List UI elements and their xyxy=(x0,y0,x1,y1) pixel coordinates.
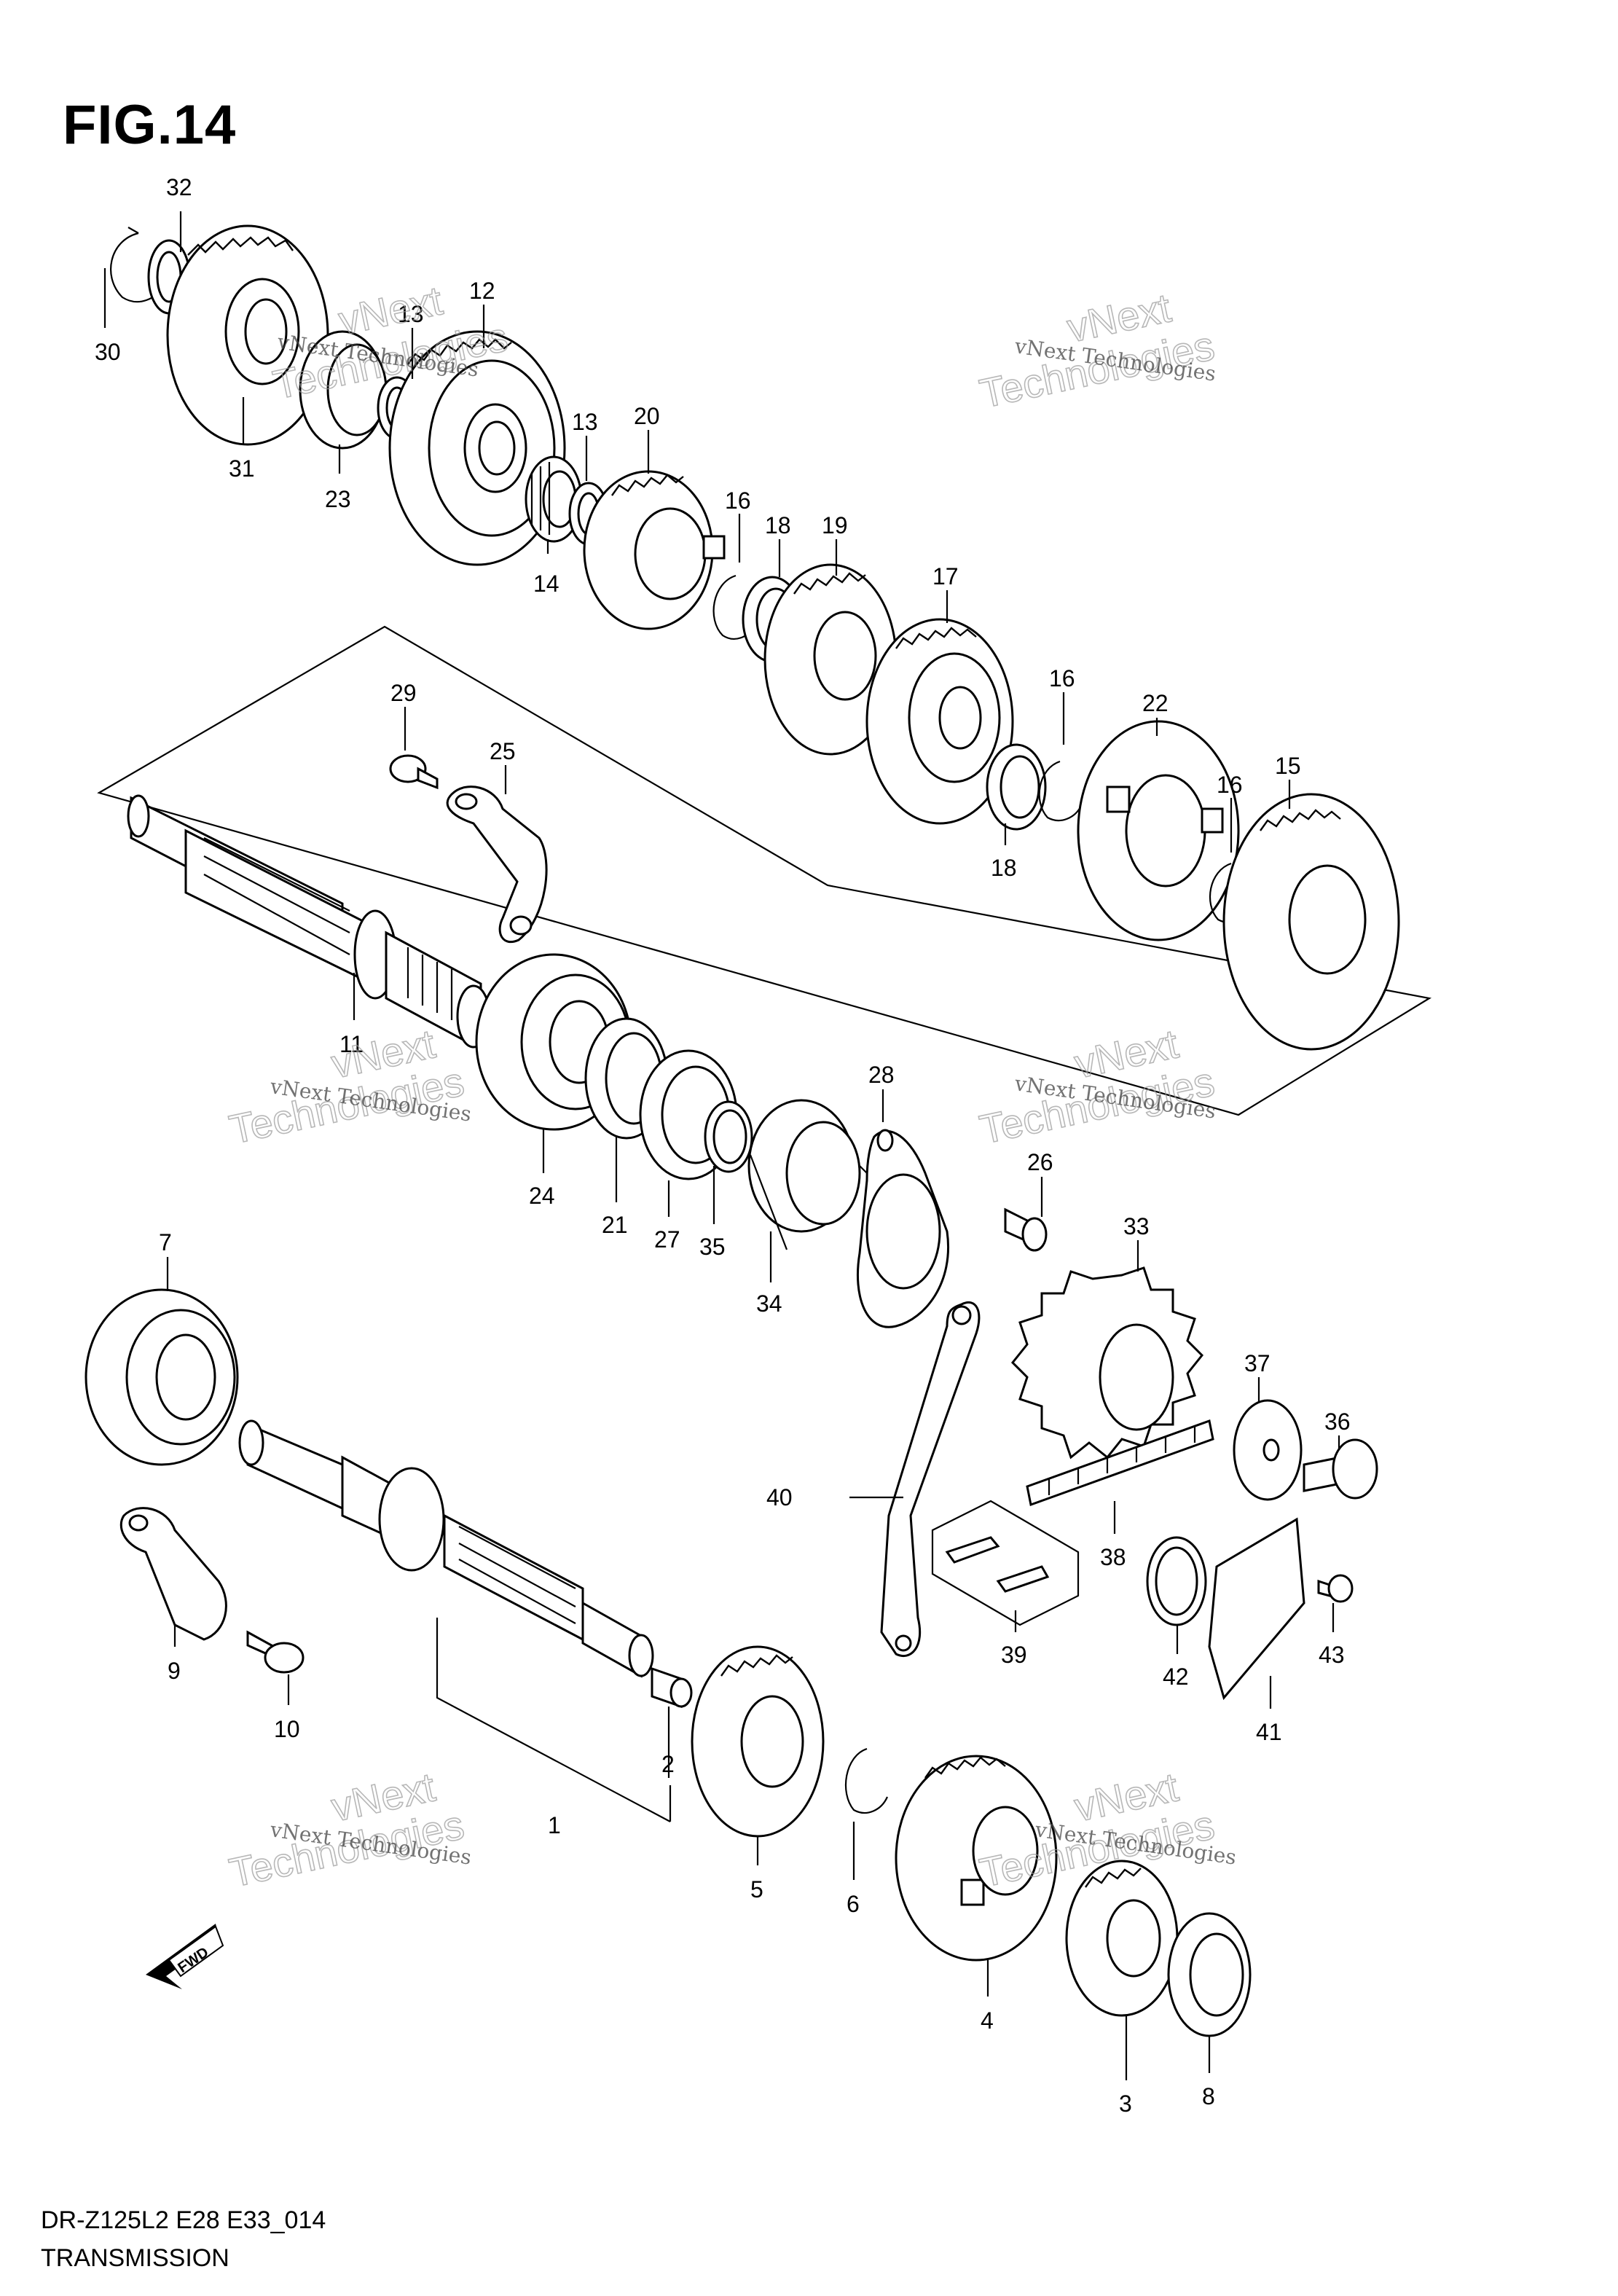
part-8-bearing xyxy=(1167,1912,1252,2037)
part-15-gear xyxy=(1222,793,1400,1051)
model-code: DR-Z125L2 E28 E33_014 xyxy=(41,2206,326,2234)
part-11-countershaft xyxy=(127,794,491,1051)
callout-6: 6 xyxy=(847,1891,860,1917)
callout-15: 15 xyxy=(1275,753,1301,779)
callout-38: 38 xyxy=(1100,1544,1126,1570)
callout-21: 21 xyxy=(602,1212,628,1238)
part-10-screw xyxy=(246,1630,305,1674)
callout-8: 8 xyxy=(1202,2083,1215,2109)
callout-31: 31 xyxy=(229,455,255,482)
part-23-bushing xyxy=(299,330,388,450)
callout-22: 22 xyxy=(1142,690,1169,716)
part-1-driveshaft xyxy=(238,1419,654,1678)
callout-35: 35 xyxy=(699,1234,726,1260)
part-3-gear xyxy=(1065,1860,1179,2017)
callout-25: 25 xyxy=(490,738,516,764)
part-39-joint-kit xyxy=(931,1500,1080,1626)
callout-2: 2 xyxy=(661,1751,675,1777)
part-33-sprocket xyxy=(1010,1266,1204,1460)
part-4-gear xyxy=(895,1755,1058,1962)
part-20-gear xyxy=(583,470,726,630)
figure-title: FIG.14 xyxy=(63,94,237,156)
callout-13-lower: 13 xyxy=(572,409,598,435)
callout-3: 3 xyxy=(1119,2091,1132,2117)
callout-4: 4 xyxy=(981,2007,994,2034)
watermark-mid-right: vNext Technologies vNext Technologies xyxy=(975,1019,1219,1153)
part-2-needle-bearing xyxy=(651,1666,693,1709)
callout-11: 11 xyxy=(339,1031,364,1057)
part-7-bearing xyxy=(85,1288,239,1466)
part-41-cover xyxy=(1208,1517,1305,1701)
part-9-stopper-plate xyxy=(119,1507,227,1641)
part-35-o-ring xyxy=(704,1100,753,1173)
part-28-retainer-plate xyxy=(856,1129,949,1328)
leader-lines xyxy=(103,211,1340,2080)
watermark-bottom-left: vNext Technologies vNext Technologies xyxy=(225,1763,473,1896)
part-34-spacer xyxy=(747,1099,868,1250)
part-26-bolt xyxy=(1004,1207,1048,1252)
callout-29: 29 xyxy=(390,680,417,706)
callout-36: 36 xyxy=(1324,1408,1351,1435)
callout-37: 37 xyxy=(1244,1350,1271,1376)
callout-18-a: 18 xyxy=(765,512,791,538)
callout-32: 32 xyxy=(166,174,192,200)
callout-19: 19 xyxy=(822,512,848,538)
callout-7: 7 xyxy=(159,1229,172,1255)
watermark-top-right: vNext Technologies vNext Technologies xyxy=(975,283,1219,417)
callout-16-b: 16 xyxy=(1049,665,1075,691)
part-22-sleeve-gear xyxy=(1077,720,1240,941)
callout-10: 10 xyxy=(274,1716,300,1742)
part-18-washer-b xyxy=(986,743,1047,831)
callout-13-upper: 13 xyxy=(398,301,424,327)
part-17-gear xyxy=(865,618,1014,825)
callout-40: 40 xyxy=(766,1484,793,1511)
part-43-screw xyxy=(1317,1574,1354,1603)
callout-12: 12 xyxy=(469,278,495,304)
callout-23: 23 xyxy=(325,486,351,512)
callout-34: 34 xyxy=(756,1290,782,1317)
part-1-bracket xyxy=(436,1618,672,1822)
callout-20: 20 xyxy=(634,403,660,429)
part-5-gear xyxy=(691,1645,825,1838)
callout-5: 5 xyxy=(750,1876,763,1903)
callout-27: 27 xyxy=(654,1226,680,1253)
part-37-washer xyxy=(1233,1399,1303,1501)
part-38-chain xyxy=(1026,1419,1214,1507)
callout-16-c: 16 xyxy=(1217,772,1243,798)
part-40-chain-guide xyxy=(880,1301,981,1657)
callout-26: 26 xyxy=(1027,1149,1053,1175)
part-16-circlip-b xyxy=(1038,760,1082,822)
callout-39: 39 xyxy=(1001,1642,1027,1668)
fwd-arrow-icon: FWD xyxy=(146,1924,224,1989)
callout-18-b: 18 xyxy=(991,855,1017,881)
callout-17: 17 xyxy=(932,563,959,589)
callout-28: 28 xyxy=(868,1062,895,1088)
part-6-circlip xyxy=(844,1747,889,1814)
part-14-needle-bearing xyxy=(525,455,583,543)
callout-numbers: 30 32 31 23 13 12 13 14 20 16 18 19 17 1… xyxy=(95,174,1351,2117)
callout-16-a: 16 xyxy=(725,487,751,514)
callout-14: 14 xyxy=(533,571,559,597)
countershaft-group-outline xyxy=(97,625,1432,1116)
section-title: TRANSMISSION xyxy=(41,2244,229,2272)
part-42-o-ring xyxy=(1146,1536,1207,1626)
part-36-bolt xyxy=(1303,1438,1378,1500)
callout-30: 30 xyxy=(95,339,121,365)
watermark-mid-left: vNext Technologies vNext Technologies xyxy=(225,1019,473,1153)
callout-42: 42 xyxy=(1163,1664,1189,1690)
part-12-gear xyxy=(388,330,566,566)
part-29-screw xyxy=(389,754,439,790)
callout-1: 1 xyxy=(548,1812,561,1838)
callout-24: 24 xyxy=(529,1183,555,1209)
callout-33: 33 xyxy=(1123,1213,1150,1239)
callout-41: 41 xyxy=(1256,1719,1282,1745)
callout-43: 43 xyxy=(1319,1642,1345,1668)
callout-9: 9 xyxy=(168,1658,181,1684)
part-25-stopper-plate xyxy=(446,785,548,944)
